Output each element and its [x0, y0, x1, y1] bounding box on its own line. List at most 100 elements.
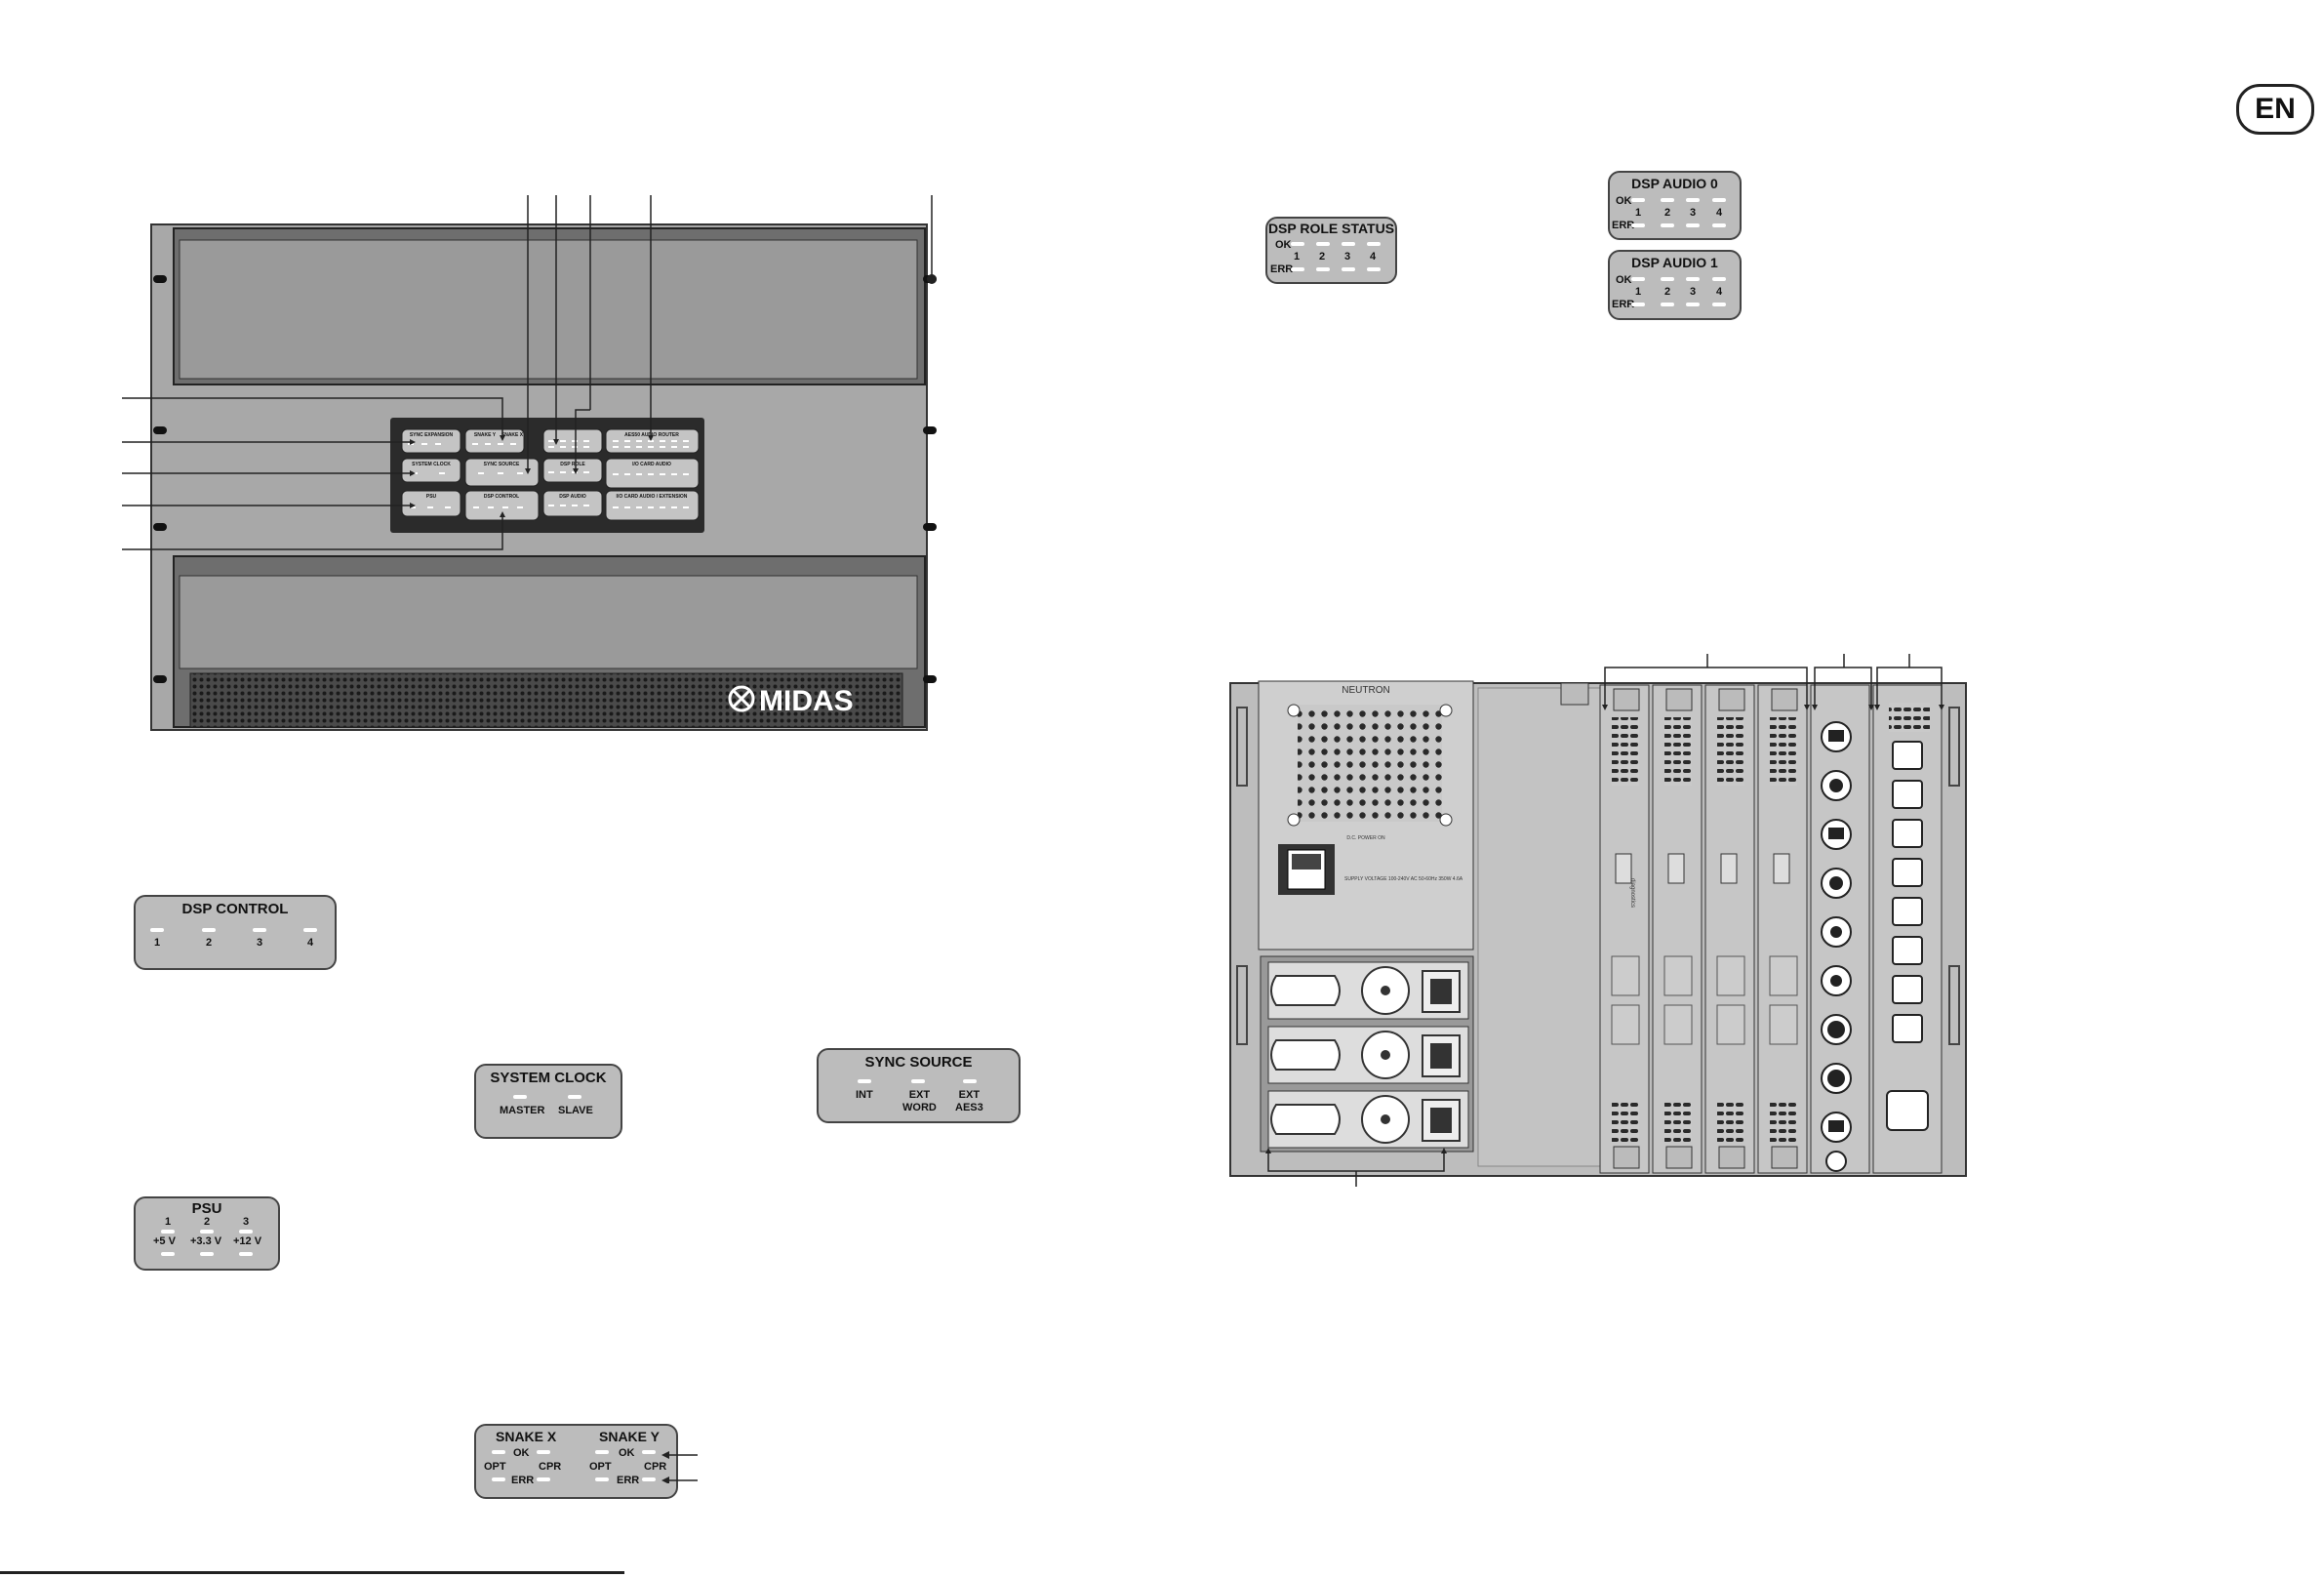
- audio-number: 1: [1635, 286, 1642, 298]
- led: [1686, 303, 1700, 306]
- led: [595, 1450, 609, 1454]
- cpr-label: CPR: [539, 1461, 562, 1473]
- front-panel-illustration: MIDAS SYNC EXPANSION SNAKE Y SNAKE X SYS…: [122, 195, 937, 731]
- ok-label: OK: [513, 1447, 530, 1459]
- led: [1367, 242, 1381, 246]
- language-badge: EN: [2236, 84, 2314, 135]
- led: [1291, 267, 1304, 271]
- psu-number: 1: [165, 1216, 172, 1228]
- led: [161, 1230, 175, 1234]
- control-number: 2: [206, 937, 213, 949]
- err-label: ERR: [1612, 299, 1635, 310]
- footer-rule: [0, 1571, 624, 1574]
- led: [1316, 242, 1330, 246]
- dsp-control-panel: DSP CONTROL 1 2 3 4: [134, 895, 337, 970]
- led: [1712, 303, 1726, 306]
- led: [200, 1252, 214, 1256]
- svg-text:SYSTEM CLOCK: SYSTEM CLOCK: [412, 462, 451, 467]
- dsp-role-status-title: DSP ROLE STATUS: [1267, 221, 1395, 236]
- psu-number: 3: [243, 1216, 250, 1228]
- svg-text:SYNC SOURCE: SYNC SOURCE: [484, 462, 520, 467]
- led: [1342, 267, 1355, 271]
- svg-text:I/O CARD AUDIO / EXTENSION: I/O CARD AUDIO / EXTENSION: [617, 494, 688, 500]
- snake-callout-arrows: [661, 1451, 698, 1483]
- led: [1712, 277, 1726, 281]
- dsp-audio-0-title: DSP AUDIO 0: [1631, 176, 1718, 191]
- svg-text:SNAKE X: SNAKE X: [501, 432, 524, 438]
- psu-bays: [1260, 955, 1474, 1153]
- led: [1631, 198, 1645, 202]
- dsp-cards: diagnostics: [1599, 684, 1808, 1174]
- dsp-control-title: DSP CONTROL: [181, 901, 289, 917]
- svg-text:PSU: PSU: [426, 494, 437, 500]
- led: [911, 1079, 925, 1083]
- svg-text:D.C. POWER ON: D.C. POWER ON: [1346, 835, 1385, 841]
- audio-number: 3: [1690, 286, 1697, 298]
- led: [1631, 277, 1645, 281]
- control-number: 4: [307, 937, 314, 949]
- snake-x-title: SNAKE X: [496, 1429, 557, 1444]
- err-label: ERR: [1612, 220, 1635, 231]
- opt-label: OPT: [484, 1461, 506, 1473]
- dsp-role-status-panel: DSP ROLE STATUS OK ERR 1 2 3 4: [1265, 217, 1397, 284]
- ok-label: OK: [619, 1447, 635, 1459]
- svg-text:SUPPLY VOLTAGE 100-240V AC 50-: SUPPLY VOLTAGE 100-240V AC 50-60Hz 350W …: [1344, 876, 1463, 882]
- svg-text:DSP AUDIO: DSP AUDIO: [559, 494, 586, 500]
- role-number: 4: [1370, 251, 1377, 263]
- audio-number: 2: [1664, 207, 1671, 219]
- role-number: 1: [1294, 251, 1301, 263]
- led: [1712, 198, 1726, 202]
- led: [253, 928, 266, 932]
- led: [239, 1252, 253, 1256]
- led: [1661, 198, 1674, 202]
- led: [1661, 303, 1674, 306]
- ext-aes3-label: EXT AES3: [955, 1089, 983, 1113]
- audio-number: 3: [1690, 207, 1697, 219]
- dsp-audio-0-panel: DSP AUDIO 0 OK ERR 1 2 3 4: [1608, 171, 1742, 240]
- ok-label: OK: [1275, 239, 1292, 251]
- dsp-audio-1-title: DSP AUDIO 1: [1631, 255, 1718, 270]
- led: [595, 1477, 609, 1481]
- svg-text:diagnostics: diagnostics: [1629, 878, 1635, 908]
- led: [568, 1095, 581, 1099]
- led: [1316, 267, 1330, 271]
- led: [239, 1230, 253, 1234]
- ok-label: OK: [1616, 274, 1632, 286]
- led: [1686, 198, 1700, 202]
- led: [492, 1477, 505, 1481]
- led: [161, 1252, 175, 1256]
- svg-text:DSP ROLE: DSP ROLE: [560, 462, 585, 467]
- psu-voltage: +12 V: [233, 1235, 262, 1247]
- svg-text:I/O CARD AUDIO: I/O CARD AUDIO: [632, 462, 671, 467]
- psu-panel: PSU 1 2 3 +5 V +3.3 V +12 V: [134, 1196, 280, 1271]
- psu-number: 2: [204, 1216, 211, 1228]
- system-clock-title: SYSTEM CLOCK: [490, 1070, 607, 1086]
- led: [200, 1230, 214, 1234]
- svg-text:NEUTRON: NEUTRON: [1342, 685, 1389, 696]
- led: [1367, 267, 1381, 271]
- sync-source-title: SYNC SOURCE: [864, 1054, 973, 1071]
- snake-panel: SNAKE X SNAKE Y OK OPT CPR ERR OK OPT CP…: [474, 1424, 678, 1499]
- slave-label: SLAVE: [558, 1105, 593, 1116]
- control-number: 3: [257, 937, 263, 949]
- svg-text:MIDAS: MIDAS: [759, 685, 854, 717]
- system-clock-panel: SYSTEM CLOCK MASTER SLAVE: [474, 1064, 622, 1139]
- err-label: ERR: [1270, 263, 1294, 275]
- led: [963, 1079, 977, 1083]
- cpr-label: CPR: [644, 1461, 667, 1473]
- led: [642, 1450, 656, 1454]
- led: [1631, 303, 1645, 306]
- led: [642, 1477, 656, 1481]
- led: [1661, 223, 1674, 227]
- led: [1661, 277, 1674, 281]
- led: [150, 928, 164, 932]
- svg-text:SNAKE Y: SNAKE Y: [474, 432, 497, 438]
- psu-voltage: +3.3 V: [190, 1235, 222, 1247]
- sync-source-panel: SYNC SOURCE INT EXT WORD EXT AES3: [817, 1048, 1021, 1123]
- audio-number: 4: [1716, 207, 1723, 219]
- led: [202, 928, 216, 932]
- midas-logo: MIDAS: [728, 685, 854, 717]
- svg-text:DSP CONTROL: DSP CONTROL: [484, 494, 519, 500]
- led: [303, 928, 317, 932]
- led: [858, 1079, 871, 1083]
